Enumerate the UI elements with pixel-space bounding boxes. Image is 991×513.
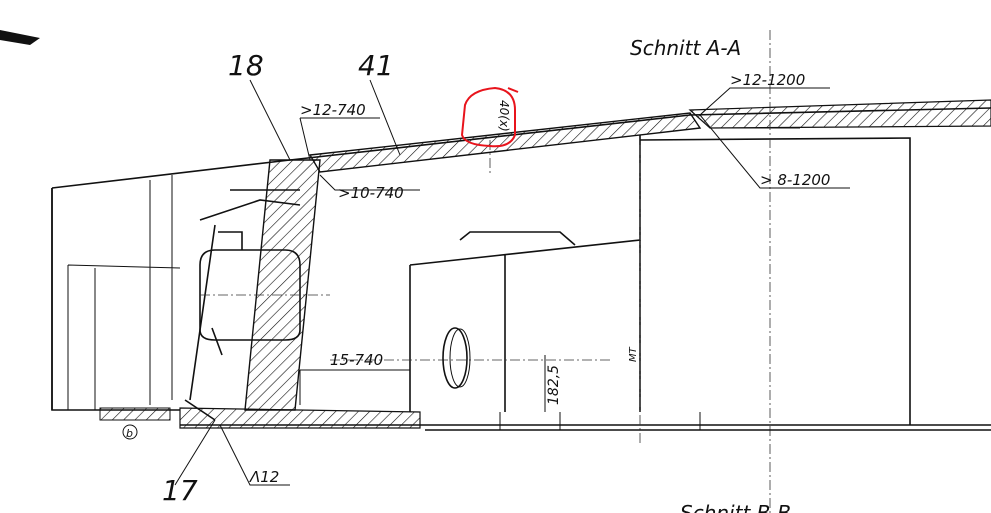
red-annotation-text: 40(x) — [497, 100, 511, 132]
weld-label-12: Λ12 — [249, 468, 279, 486]
cropped-mark — [0, 30, 40, 45]
weld-label-12-1200: >12-1200 — [730, 71, 805, 89]
bottom-flange — [99, 407, 171, 421]
section-title-b: Schnitt B-B — [680, 501, 791, 513]
part-number-18: 18 — [228, 49, 264, 82]
manhole-opening — [442, 327, 468, 389]
weld-label-10-740: >10-740 — [338, 184, 404, 202]
centerline-label-mt: MT — [628, 346, 639, 362]
part-number-41: 41 — [358, 49, 394, 82]
beam-18 — [244, 159, 321, 411]
dimension-182-5: 182,5 — [546, 365, 562, 405]
detail-marker-b: b — [126, 427, 133, 440]
part-number-17: 17 — [162, 474, 198, 507]
section-title-a: Schnitt A-A — [630, 36, 741, 60]
weld-label-12-740: >12-740 — [300, 101, 366, 119]
hull-outline — [51, 30, 991, 513]
weld-label-15-740: 15-740 — [330, 351, 383, 369]
weld-label-8-1200: > 8-1200 — [760, 171, 830, 189]
red-markup-annotation: 40(x) — [460, 86, 519, 148]
bottom-plate — [179, 407, 421, 429]
detail-marker-circle — [122, 424, 138, 440]
top-plate-right — [688, 99, 991, 129]
